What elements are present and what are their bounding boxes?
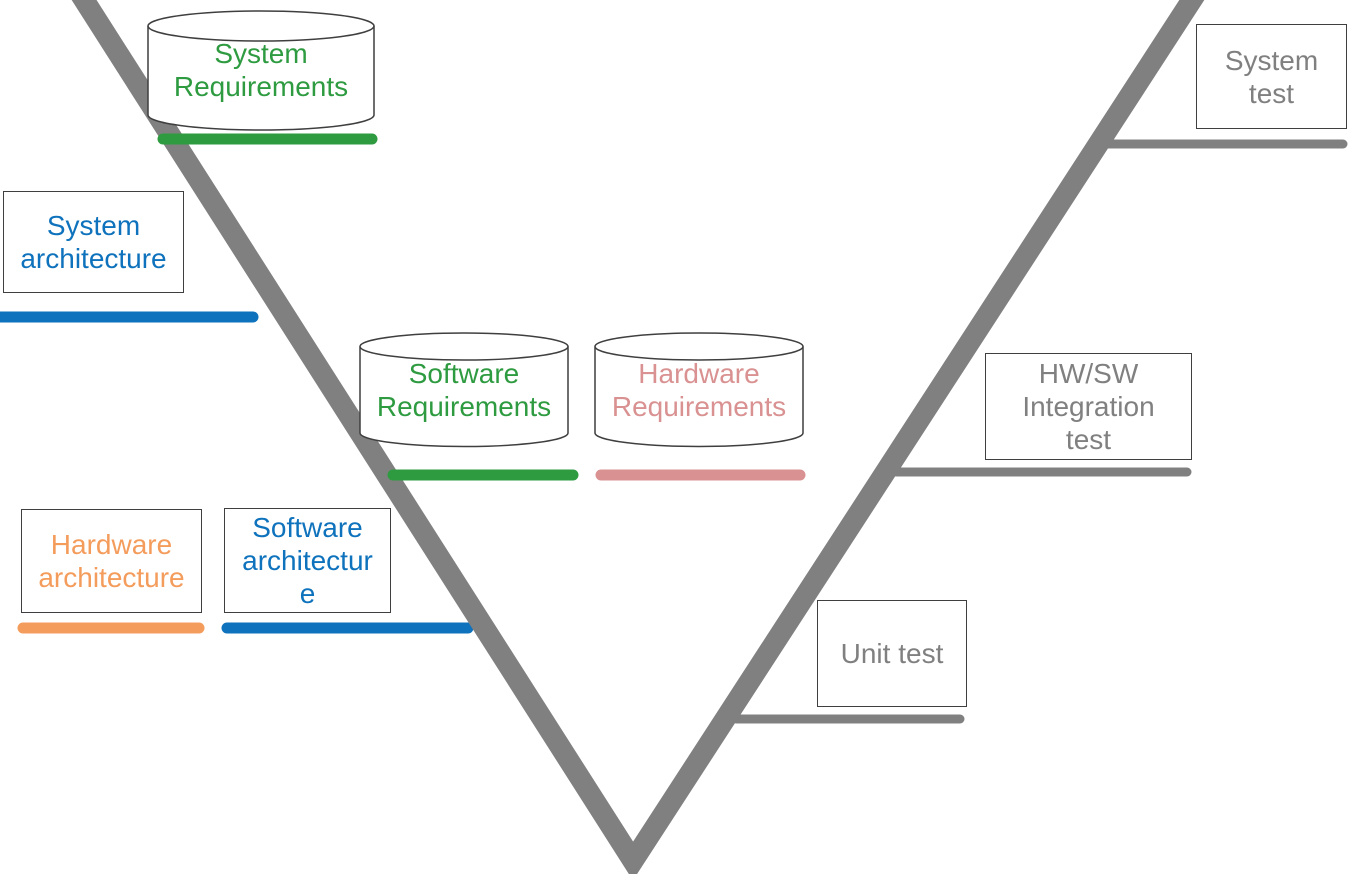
system-requirements-cylinder-icon [147,10,375,131]
unit-test-box: Unit test [817,600,967,707]
software-requirements-cylinder-icon [359,332,569,448]
v-shape [71,0,1205,874]
hardware-requirements-cylinder-icon [594,332,804,448]
unit-test-label: Unit test [840,638,944,669]
